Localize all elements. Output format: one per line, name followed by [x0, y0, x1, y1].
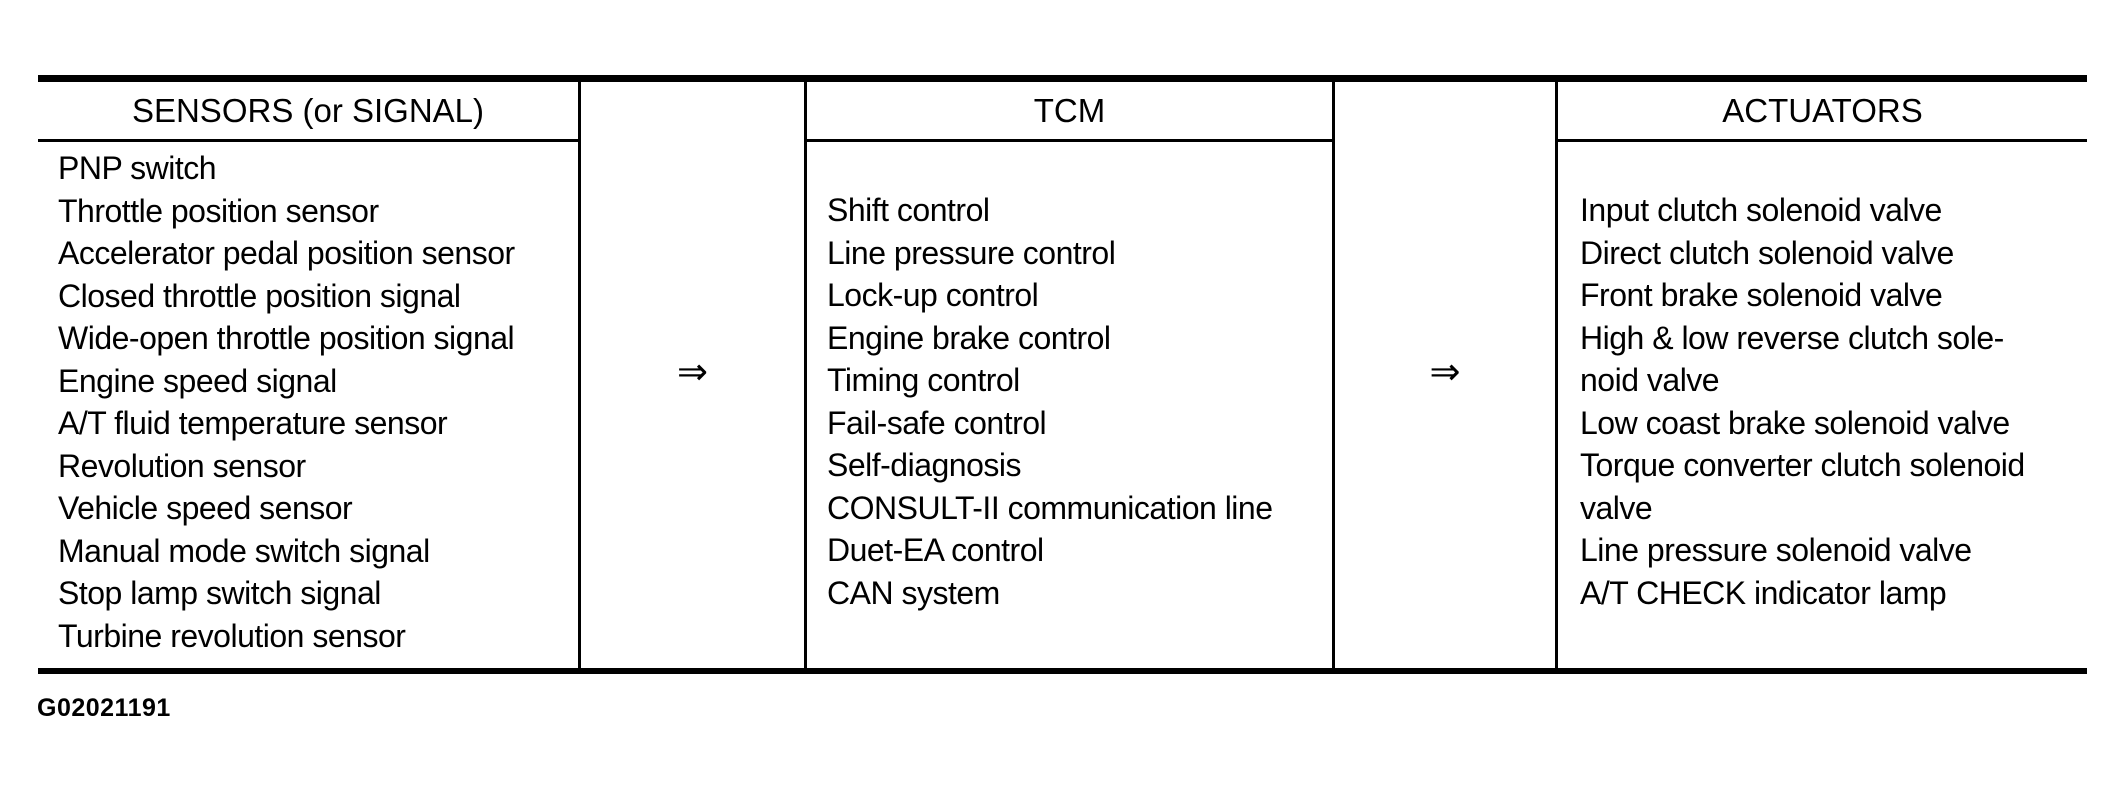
- list-item: Fail-safe control: [827, 404, 1047, 441]
- list-item: Revolution sensor: [58, 447, 306, 484]
- list-item: Engine brake control: [827, 319, 1111, 356]
- list-item: Lock-up control: [827, 277, 1039, 313]
- list-item: Vehicle speed sensor: [58, 490, 353, 526]
- right-double-arrow-icon: ⇒: [676, 350, 708, 393]
- sensors-header: SENSORS (or SIGNAL): [38, 82, 578, 142]
- list-item: CONSULT-II communication line: [827, 489, 1273, 526]
- list-item: A/T CHECK indicator lamp: [1580, 574, 1947, 611]
- list-item: Stop lamp switch signal: [58, 575, 381, 611]
- list-item: Accelerator pedal position sensor: [58, 235, 515, 271]
- list-item: Input clutch solenoid valve: [1580, 192, 1942, 228]
- list-item: Turbine revolution sensor: [58, 617, 406, 654]
- list-item: Throttle position sensor: [58, 192, 379, 229]
- list-item: Wide-open throttle position signal: [58, 320, 515, 356]
- list-item: PNP switch: [58, 150, 217, 186]
- list-item: Closed throttle position signal: [58, 277, 461, 314]
- list-item: Shift control: [827, 192, 990, 228]
- figure-code: G02021191: [37, 694, 171, 722]
- actuators-header: ACTUATORS: [1558, 82, 2087, 142]
- list-item: Line pressure control: [827, 234, 1116, 271]
- list-item: Timing control: [827, 362, 1020, 398]
- list-item: Self-diagnosis: [827, 447, 1022, 483]
- list-item: CAN system: [827, 574, 1000, 611]
- list-item: Torque converter clutch solenoid valve: [1580, 447, 2025, 526]
- flow-gap-1: ⇒: [578, 82, 807, 668]
- list-item: Direct clutch solenoid valve: [1580, 234, 1954, 271]
- list-item: High & low reverse clutch sole- noid val…: [1580, 319, 2004, 399]
- tcm-header: TCM: [807, 82, 1332, 142]
- list-item: Line pressure solenoid valve: [1580, 532, 1972, 568]
- list-item: Duet-EA control: [827, 532, 1044, 568]
- table-top-border: [38, 75, 2087, 82]
- list-item: A/T fluid temperature sensor: [58, 405, 448, 441]
- list-item: Low coast brake solenoid valve: [1580, 404, 2010, 441]
- right-double-arrow-icon: ⇒: [1429, 350, 1461, 393]
- flow-gap-2: ⇒: [1332, 82, 1558, 668]
- list-item: Manual mode switch signal: [58, 532, 430, 569]
- table-bottom-border: [38, 668, 2087, 674]
- list-item: Front brake solenoid valve: [1580, 277, 1943, 313]
- list-item: Engine speed signal: [58, 362, 337, 399]
